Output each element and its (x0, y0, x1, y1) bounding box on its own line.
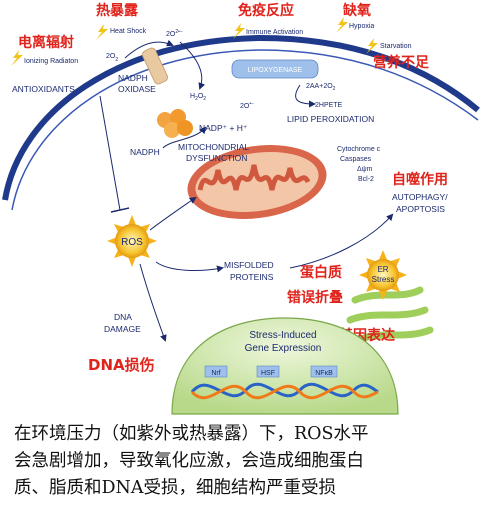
radiation-label-en: Ionizing Radiaton (24, 58, 78, 65)
autophagy-label-1: AUTOPHAGY/ (392, 192, 448, 202)
o2-arrow (124, 39, 174, 59)
mito-label-1: MITOCHONDRIAL (178, 142, 249, 152)
autophagy-label-2: APOPTOSIS (396, 204, 445, 214)
ros-to-proteins-arrow (155, 261, 224, 273)
er-membrane (346, 286, 434, 344)
ros-to-mito-arrow (149, 196, 197, 231)
misfolded-label-2: PROTEINS (230, 272, 274, 282)
autophagy-arrow (289, 213, 394, 269)
nadph-oxidase-label-1: NADPH (118, 73, 148, 83)
er-stress-burst (359, 250, 407, 300)
caption-line-1: 在环境压力（如紫外或热暴露）下，ROS水平 (14, 424, 369, 444)
er-label-1: ER (377, 265, 388, 274)
ros-to-dna-arrow (139, 263, 167, 342)
aa-o2-label: 2AA+2O2 (306, 83, 336, 92)
er-label-2: Stress (372, 275, 395, 284)
mito-label-2: DYSFUNCTION (186, 153, 247, 163)
antioxidants-label: ANTIOXIDANTS (12, 84, 75, 94)
gene-label-nfkb: NFκB (315, 370, 333, 377)
misfolded-label-cn-2: 错误折叠 (287, 289, 343, 306)
antioxidants-inhibit-bar (110, 207, 130, 213)
cell-membrane-inner (11, 49, 479, 211)
dna-helix (190, 382, 379, 400)
ros-diagram: 热暴露 Heat Shock 电离辐射 Ionizing Radiaton 免疫… (2, 2, 480, 415)
cyto-label-4: Bcl-2 (358, 176, 374, 183)
nadph-oxidase-channel (141, 47, 169, 85)
superoxide-label: 2O2•− (166, 29, 183, 38)
immune-label-cn: 免疫反应 (238, 2, 294, 19)
dna-label-cn: DNA损伤 (88, 356, 155, 374)
ros-label: ROS (121, 237, 143, 248)
gene-label-nrf: Nrf (211, 370, 220, 377)
caption: 在环境压力（如紫外或热暴露）下，ROS水平 会急剧增加，导致氧化应激，会造成细胞… (14, 421, 474, 502)
gene-box-hsf (256, 365, 280, 378)
ros-burst (107, 215, 157, 267)
h2o2-label: H2O2 (190, 93, 206, 102)
lightning-icon (233, 23, 245, 39)
dna-label-1: DNA (114, 312, 132, 322)
nucleus (171, 317, 399, 415)
radiation-label-cn: 电离辐射 (18, 34, 74, 51)
heat-label-cn: 热暴露 (96, 2, 139, 19)
o2-label: 2O2 (106, 53, 118, 63)
nadph-arrow (162, 126, 207, 149)
starvation-label-cn: 营养不足 (373, 54, 430, 71)
cyto-label-2: Caspases (340, 156, 372, 163)
lipid-peroxidation-label: LIPID PEROXIDATION (287, 114, 374, 124)
heat-label-en: Heat Shock (110, 28, 147, 35)
cell-membrane (2, 34, 480, 201)
hpete-label: 2HPETE (315, 102, 343, 109)
mitochondrion (187, 145, 327, 219)
nadph-label: NADPH (130, 147, 160, 157)
lightning-icon (336, 17, 348, 33)
hypoxia-label-en: Hypoxia (349, 23, 374, 30)
hypoxia-label-cn: 缺氧 (343, 2, 371, 19)
misfolded-label-1: MISFOLDED (224, 260, 274, 270)
lightning-icon (11, 50, 23, 66)
lipox-arrow (295, 84, 316, 108)
starvation-label-en: Starvation (380, 43, 412, 50)
dna-label-2: DAMAGE (104, 324, 141, 334)
nucleus-title-2: Gene Expression (245, 343, 322, 354)
misfolded-label-cn-1: 蛋白质 (300, 264, 342, 281)
nadp-label: NADP⁺ + H⁺ (199, 123, 248, 133)
nadph-enzyme (157, 109, 193, 138)
cyto-label-3: Δψm (357, 166, 373, 173)
gene-box-nfkb (310, 365, 338, 378)
lipoxygenase-box (231, 59, 319, 79)
lightning-icon (96, 24, 108, 40)
autophagy-label-cn: 自噬作用 (392, 171, 448, 188)
cyto-label-1: Cytochrome c (337, 146, 381, 153)
nadph-oxidase-label-2: OXIDASE (118, 84, 156, 94)
superoxide2-label: 2O•− (240, 101, 254, 110)
lightning-icon (366, 38, 378, 54)
caption-line-3: 质、脂质和DNA受损，细胞结构严重受损 (14, 478, 336, 498)
superoxide-to-h2o2-arrow (179, 41, 206, 90)
antioxidants-inhibit-line (99, 95, 121, 211)
gene-box-nrf (204, 365, 228, 378)
immune-label-en: Immune Activation (246, 29, 303, 36)
caption-line-2: 会急剧增加，导致氧化应激，会造成细胞蛋白 (14, 451, 364, 471)
nucleus-title-1: Stress-Induced (249, 330, 316, 341)
gene-label-hsf: HSF (261, 370, 275, 377)
lipoxygenase-label: LIPOXYGENASE (248, 67, 303, 74)
